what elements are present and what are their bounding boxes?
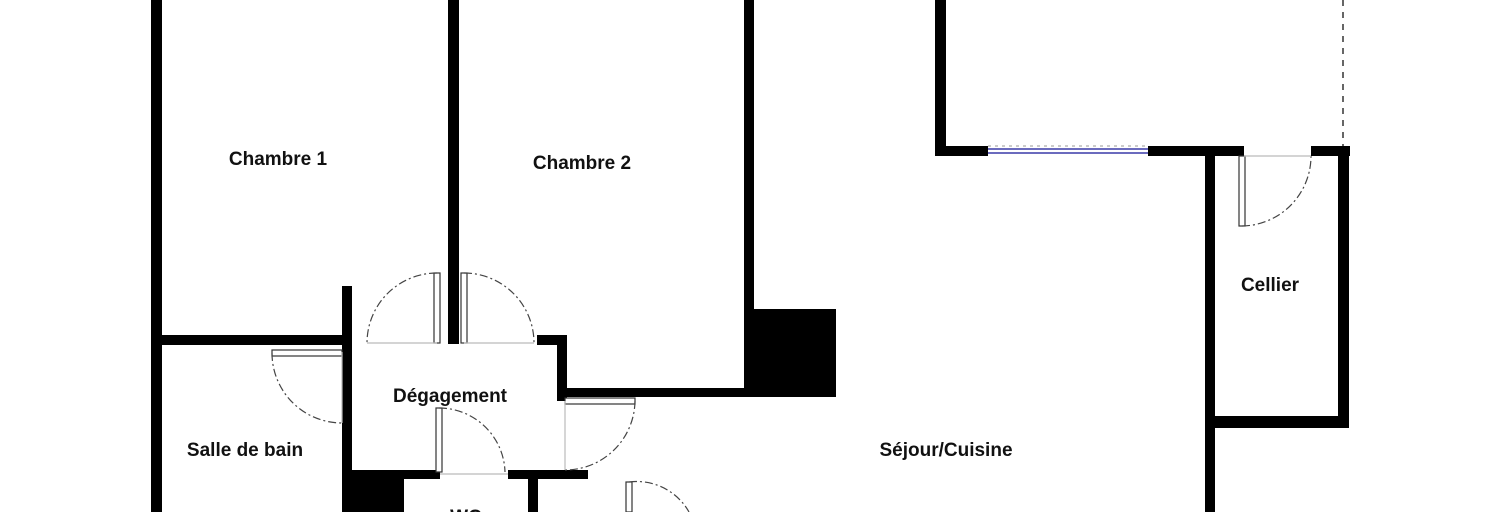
walls xyxy=(151,0,1350,512)
room-label-cellier: Cellier xyxy=(1241,275,1300,296)
wall-wc-top xyxy=(352,470,440,479)
wall-bath-hall xyxy=(342,352,352,512)
door-cellier xyxy=(1238,155,1312,227)
door-bottom-partial xyxy=(625,480,690,512)
wall-top-room-bottom-left xyxy=(935,146,988,156)
door-chambre-1 xyxy=(366,272,441,344)
wc-duct-inner xyxy=(357,482,391,512)
room-label-salle-de-bain: Salle de bain xyxy=(187,440,303,461)
wall-hall-top-right xyxy=(537,335,567,345)
wall-chambre2-right xyxy=(744,0,754,396)
wall-chambre2-bottom xyxy=(567,388,754,397)
wall-top-room-bottom-right xyxy=(1148,146,1244,156)
wall-sejour-right xyxy=(1205,428,1215,512)
room-label-degagement: Dégagement xyxy=(393,386,508,407)
door-chambre-2 xyxy=(460,272,535,344)
wall-hall-right-vertical xyxy=(557,335,567,401)
wall-post-bath xyxy=(342,286,352,352)
wall-wc-right xyxy=(528,479,538,512)
door-wc xyxy=(435,407,508,475)
duct-block xyxy=(754,309,836,397)
wall-top-room-left xyxy=(935,0,946,156)
wall-cellier-top-right xyxy=(1311,146,1350,156)
room-label-wc: WC xyxy=(450,507,482,512)
room-label-chambre-1: Chambre 1 xyxy=(229,149,328,170)
window-top-room xyxy=(988,145,1148,154)
wall-cellier-left xyxy=(1205,146,1215,428)
doors xyxy=(271,155,1312,512)
wall-wc-left xyxy=(396,479,404,512)
wall-chambre1-bottom xyxy=(162,335,342,345)
door-sejour xyxy=(564,397,636,471)
wall-left-outer xyxy=(151,0,162,512)
wall-cellier-right xyxy=(1338,146,1349,428)
wall-cellier-bottom xyxy=(1205,416,1349,428)
room-label-chambre-2: Chambre 2 xyxy=(533,153,631,174)
wall-chambre1-chambre2 xyxy=(448,0,459,344)
wall-wc-top-right xyxy=(508,470,588,479)
door-salle-de-bain xyxy=(271,349,343,424)
room-label-sejour-cuisine: Séjour/Cuisine xyxy=(879,440,1012,461)
